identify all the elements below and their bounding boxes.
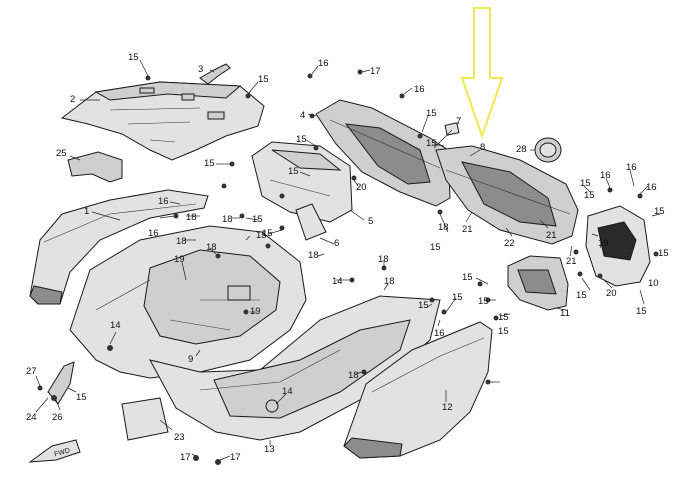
callout-20a: 20	[356, 182, 367, 193]
part-25-bracket	[67, 151, 123, 183]
part-10-storage-box	[585, 205, 651, 287]
highlight-arrow	[460, 7, 504, 140]
callout-18c: 18	[176, 236, 187, 247]
callout-15f: 15	[76, 392, 87, 403]
callout-4: 4	[300, 110, 305, 121]
callout-15g: 15	[426, 108, 437, 119]
callout-14a: 14	[110, 320, 121, 331]
callout-18g: 18	[384, 276, 395, 287]
part-8-rear-panel	[435, 145, 579, 245]
callout-11: 11	[560, 308, 570, 319]
part-24-bracket	[47, 361, 75, 405]
callout-7: 7	[456, 116, 461, 127]
part-4-side-panel	[315, 99, 451, 207]
part-5-tank-cover	[251, 141, 353, 223]
callout-15r: 15	[498, 326, 509, 337]
callout-labels: 15 3 15 2 25 1 15 16 18 16 18 15 18 19 1…	[26, 52, 669, 463]
callout-23: 23	[174, 432, 185, 443]
part-7-clip	[444, 122, 460, 136]
callout-20b: 20	[606, 288, 617, 299]
callout-18d: 18	[206, 242, 217, 253]
part-6-bracket	[295, 203, 327, 241]
callout-24: 24	[26, 412, 37, 423]
part-2-rear-cover	[60, 81, 265, 161]
callout-21c: 21	[566, 256, 577, 267]
callout-5: 5	[368, 216, 373, 227]
callout-14c: 14	[332, 276, 343, 287]
callout-17a: 17	[180, 452, 191, 463]
callout-15a: 15	[128, 52, 139, 63]
callout-9: 9	[188, 354, 193, 365]
callout-18e: 18	[378, 254, 389, 265]
callout-15p: 15	[478, 296, 489, 307]
part-9-inner-fender	[69, 225, 307, 379]
callout-15j: 15	[262, 228, 273, 239]
callout-27: 27	[26, 366, 37, 377]
callout-16h: 16	[646, 182, 657, 193]
callout-16c: 16	[318, 58, 329, 69]
callout-22: 22	[504, 238, 515, 249]
callout-19a: 19	[174, 254, 185, 265]
callout-17c: 17	[370, 66, 381, 77]
callout-16a: 16	[158, 196, 169, 207]
callout-15e: 15	[256, 230, 267, 241]
fwd-label: FWD	[54, 447, 71, 458]
callout-16g: 16	[626, 162, 637, 173]
leader-lines	[35, 59, 661, 461]
callout-15q: 15	[498, 312, 509, 323]
callout-21b: 21	[546, 230, 557, 241]
callout-15k: 15	[418, 300, 429, 311]
callout-28: 28	[516, 144, 527, 155]
callout-19b: 19	[250, 306, 261, 317]
callout-6: 6	[334, 238, 339, 249]
callout-14b: 14	[282, 386, 293, 397]
callout-16b: 16	[148, 228, 159, 239]
callout-16e: 16	[434, 328, 445, 339]
callout-15s: 15	[580, 178, 591, 189]
callout-15v: 15	[576, 290, 587, 301]
callout-15o: 15	[462, 272, 473, 283]
fwd-arrow-symbol	[28, 439, 81, 463]
callout-10: 10	[648, 278, 659, 289]
callout-3: 3	[198, 64, 203, 75]
callout-21a: 21	[462, 224, 473, 235]
callout-1: 1	[84, 206, 89, 217]
part-23-mud-flap	[121, 397, 169, 441]
callout-15w: 15	[636, 306, 647, 317]
callout-18f: 18	[308, 250, 319, 261]
callout-18b: 18	[222, 214, 233, 225]
part-28-cap	[534, 137, 562, 163]
part-3-bracket	[199, 63, 231, 85]
callout-13: 13	[264, 444, 275, 455]
part-12-right-fender	[343, 321, 493, 459]
callout-15b: 15	[258, 74, 269, 85]
callout-15t: 15	[584, 190, 595, 201]
callout-15x: 15	[658, 248, 669, 259]
callout-15l: 15	[452, 292, 463, 303]
callout-16d: 16	[414, 84, 425, 95]
callout-12: 12	[442, 402, 453, 413]
callout-15i: 15	[288, 166, 299, 177]
callout-19c: 19	[598, 238, 609, 249]
callout-15n: 15	[430, 242, 441, 253]
part-11-lower-box	[507, 255, 569, 311]
fasteners	[37, 69, 659, 465]
callout-2: 2	[70, 94, 75, 105]
callout-15u: 15	[654, 206, 665, 217]
callout-17b: 17	[230, 452, 241, 463]
callout-15m: 15	[426, 138, 437, 149]
callout-15c: 15	[204, 158, 215, 169]
part-1-left-fender	[29, 189, 209, 305]
callout-15d: 15	[252, 214, 263, 225]
callout-18a: 18	[186, 212, 197, 223]
callout-25: 25	[56, 148, 67, 159]
callout-26: 26	[52, 412, 63, 423]
part-13-lower-panel	[149, 295, 441, 441]
callout-18i: 18	[438, 222, 449, 233]
callout-18h: 18	[348, 370, 359, 381]
callout-8: 8	[480, 142, 485, 153]
callout-16f: 16	[600, 170, 611, 181]
callout-15h: 15	[296, 134, 307, 145]
